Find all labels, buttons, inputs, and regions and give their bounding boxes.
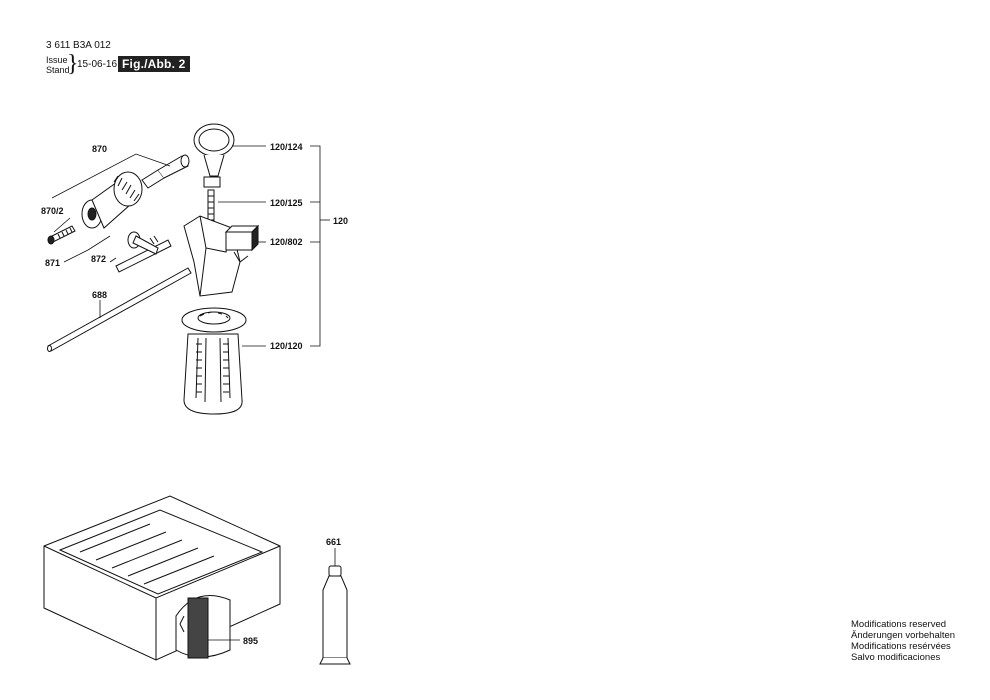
label-870-2: 870/2 bbox=[41, 206, 64, 216]
clamp-band-drawing bbox=[193, 123, 235, 188]
drill-chuck-drawing bbox=[81, 154, 190, 229]
carrying-case-drawing bbox=[43, 495, 281, 661]
depth-stop-rod-drawing bbox=[47, 267, 192, 352]
handle-body-drawing bbox=[183, 215, 260, 297]
side-grip-drawing bbox=[181, 307, 247, 415]
chuck-key-drawing bbox=[115, 231, 172, 273]
label-120: 120 bbox=[333, 216, 348, 226]
modifications-notice: Modifications reserved Änderungen vorbeh… bbox=[851, 619, 955, 663]
issue-label: Issue bbox=[46, 55, 68, 65]
label-872: 872 bbox=[91, 254, 106, 264]
modifications-line-es: Salvo modificaciones bbox=[851, 652, 941, 663]
label-120-802: 120/802 bbox=[270, 237, 303, 247]
label-120-120: 120/120 bbox=[270, 341, 303, 351]
figure-badge: Fig./Abb. 2 bbox=[118, 56, 190, 72]
modifications-line-de: Änderungen vorbehalten bbox=[851, 630, 956, 641]
label-120-125: 120/125 bbox=[270, 198, 303, 208]
label-895: 895 bbox=[243, 636, 258, 646]
document-code: 3 611 B3A 012 bbox=[46, 40, 111, 51]
issue-stand-labels: Issue Stand bbox=[46, 55, 70, 75]
brace-glyph: } bbox=[67, 51, 79, 77]
label-120-124: 120/124 bbox=[270, 142, 303, 152]
label-870: 870 bbox=[92, 144, 107, 154]
label-871: 871 bbox=[45, 258, 60, 268]
modifications-line-fr: Modifications resérvées bbox=[851, 641, 951, 652]
leader-lines bbox=[51, 145, 336, 641]
label-688: 688 bbox=[92, 290, 107, 300]
grease-tube-drawing bbox=[319, 565, 351, 665]
label-661: 661 bbox=[326, 537, 341, 547]
modifications-line-en: Modifications reserved bbox=[851, 619, 947, 630]
stand-label: Stand bbox=[46, 65, 70, 75]
screw-drawing bbox=[47, 225, 76, 245]
issue-date: 15-06-16 bbox=[77, 59, 118, 70]
